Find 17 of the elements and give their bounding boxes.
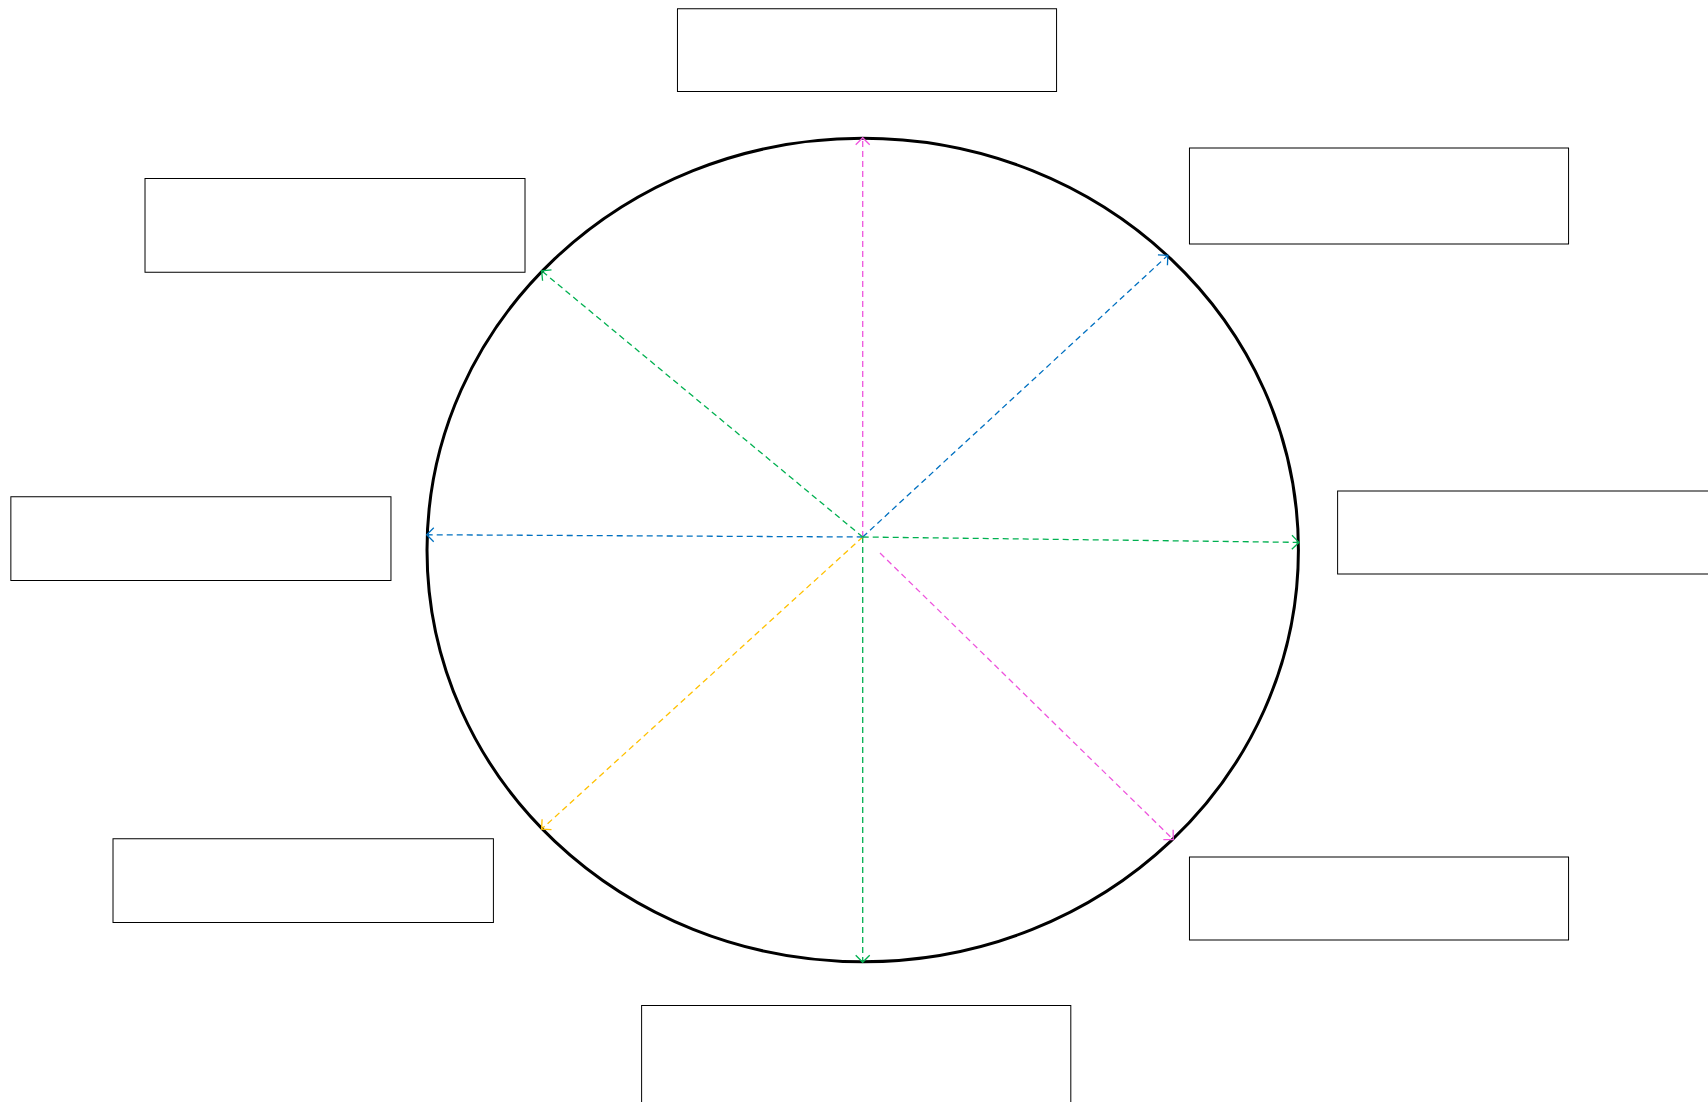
- dashed-arrow: [540, 536, 864, 831]
- text-box: [1188, 147, 1570, 245]
- circle-outline: [425, 136, 1300, 964]
- text-box: [1188, 856, 1570, 941]
- dashed-arrow: [855, 136, 871, 538]
- text-box: [1337, 490, 1708, 575]
- dashed-arrow: [540, 269, 864, 538]
- dashed-arrow: [425, 527, 864, 543]
- text-box: [676, 8, 1058, 92]
- dashed-arrow: [879, 552, 1174, 841]
- text-box: [641, 1004, 1072, 1102]
- dashed-arrow: [862, 254, 1169, 538]
- dashed-arrow: [862, 534, 1300, 550]
- text-box: [144, 178, 526, 273]
- dashed-arrow: [855, 536, 871, 964]
- text-box: [112, 838, 494, 924]
- text-box: [10, 496, 392, 582]
